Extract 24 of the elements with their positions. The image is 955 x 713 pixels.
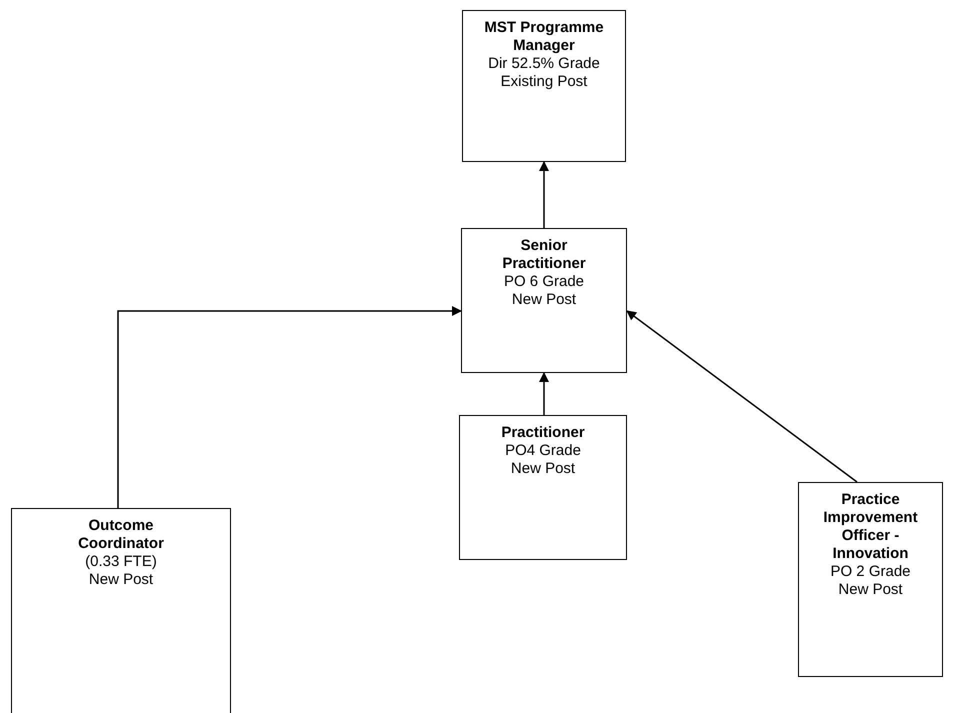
role-detail: New Post — [510, 460, 576, 478]
arrow — [539, 161, 549, 228]
arrow — [626, 310, 858, 483]
role-title: Practice Improvement Officer - Innovation — [822, 491, 919, 563]
role-box — [798, 482, 943, 677]
role-title: MST Programme Manager — [483, 19, 605, 55]
role-title: Senior Practitioner — [501, 237, 587, 273]
arrow — [539, 372, 549, 415]
role-detail: New Post — [838, 581, 903, 599]
role-detail: New Post — [88, 571, 154, 589]
role-detail: PO 2 Grade — [830, 563, 911, 581]
role-detail: Existing Post — [500, 73, 588, 91]
role-box — [459, 415, 627, 560]
arrow — [117, 306, 462, 508]
role-box — [461, 228, 627, 373]
role-title: Outcome Coordinator — [77, 517, 165, 553]
role-detail: PO4 Grade — [505, 442, 581, 460]
role-detail: New Post — [512, 291, 576, 309]
role-detail: PO 6 Grade — [504, 273, 584, 291]
role-detail: (0.33 FTE) — [85, 553, 157, 571]
role-box — [462, 10, 626, 162]
role-title: Practitioner — [501, 424, 585, 442]
role-detail: Dir 52.5% Grade — [488, 55, 600, 73]
role-box — [11, 508, 231, 713]
